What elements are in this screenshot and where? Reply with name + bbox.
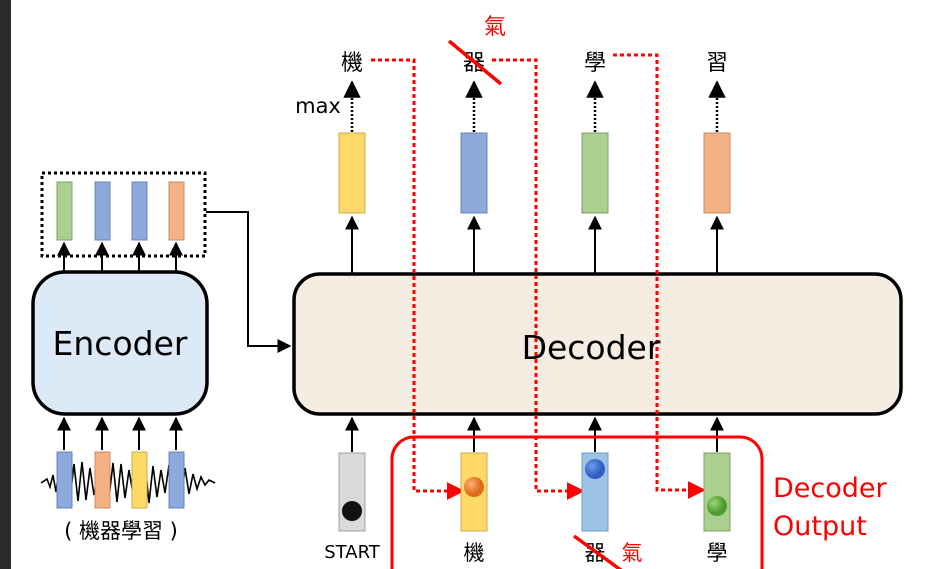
start-dot bbox=[342, 501, 362, 521]
decoder-box bbox=[292, 272, 903, 416]
seq2seq-diagram: Encoder ( 機器學習 ) Decoder 機 器 學 習 氣 max bbox=[31, 15, 903, 569]
callout-line-1: Decoder bbox=[773, 473, 888, 504]
decoder-output-token: 機 bbox=[341, 51, 363, 76]
decoder-output-callout-box bbox=[390, 435, 764, 569]
encoder-to-decoder-arrow bbox=[206, 211, 292, 353]
decoder-input-token: 機 bbox=[464, 541, 485, 565]
vector-dot bbox=[707, 496, 727, 516]
strike-line bbox=[447, 39, 503, 86]
encoder-output-dotted-box bbox=[40, 171, 207, 258]
strike-line bbox=[572, 534, 623, 569]
wrong-input-token: 氣 bbox=[622, 541, 643, 565]
decoder-output-vector bbox=[460, 132, 488, 214]
encoder-label: Encoder bbox=[53, 324, 188, 363]
encoder-output-vector bbox=[168, 181, 185, 241]
encoder-input-vector bbox=[56, 451, 73, 509]
encoder-output-vector bbox=[94, 181, 111, 241]
decoder-output-vector bbox=[581, 132, 609, 214]
feedback-path bbox=[613, 53, 706, 499]
decoder-output-vector bbox=[703, 132, 731, 214]
decoder-output-token: 學 bbox=[584, 51, 606, 76]
encoder-box bbox=[31, 270, 209, 416]
wrong-output-token: 氣 bbox=[484, 15, 506, 40]
feedback-path bbox=[371, 58, 465, 500]
decoder-label: Decoder bbox=[522, 328, 661, 367]
decoder-output-token: 習 bbox=[706, 51, 728, 76]
start-label: START bbox=[324, 542, 381, 563]
slide: Encoder ( 機器學習 ) Decoder 機 器 學 習 氣 max bbox=[11, 0, 938, 569]
vector-dot bbox=[464, 477, 484, 497]
decoder-input-token: 學 bbox=[707, 541, 728, 565]
vector-dot bbox=[585, 459, 605, 479]
callout-line-2: Output bbox=[773, 511, 867, 542]
decoder-output-vector bbox=[338, 132, 366, 214]
encoder-input-caption: ( 機器學習 ) bbox=[64, 519, 178, 543]
decoder-input-vector bbox=[703, 452, 731, 532]
encoder-input-vector bbox=[168, 451, 185, 509]
encoder-input-vector bbox=[94, 451, 111, 509]
max-label: max bbox=[295, 94, 341, 118]
encoder-input-vector bbox=[131, 451, 148, 509]
feedback-path bbox=[492, 58, 585, 500]
encoder-output-vector bbox=[131, 181, 148, 241]
encoder-output-vector bbox=[56, 181, 73, 241]
